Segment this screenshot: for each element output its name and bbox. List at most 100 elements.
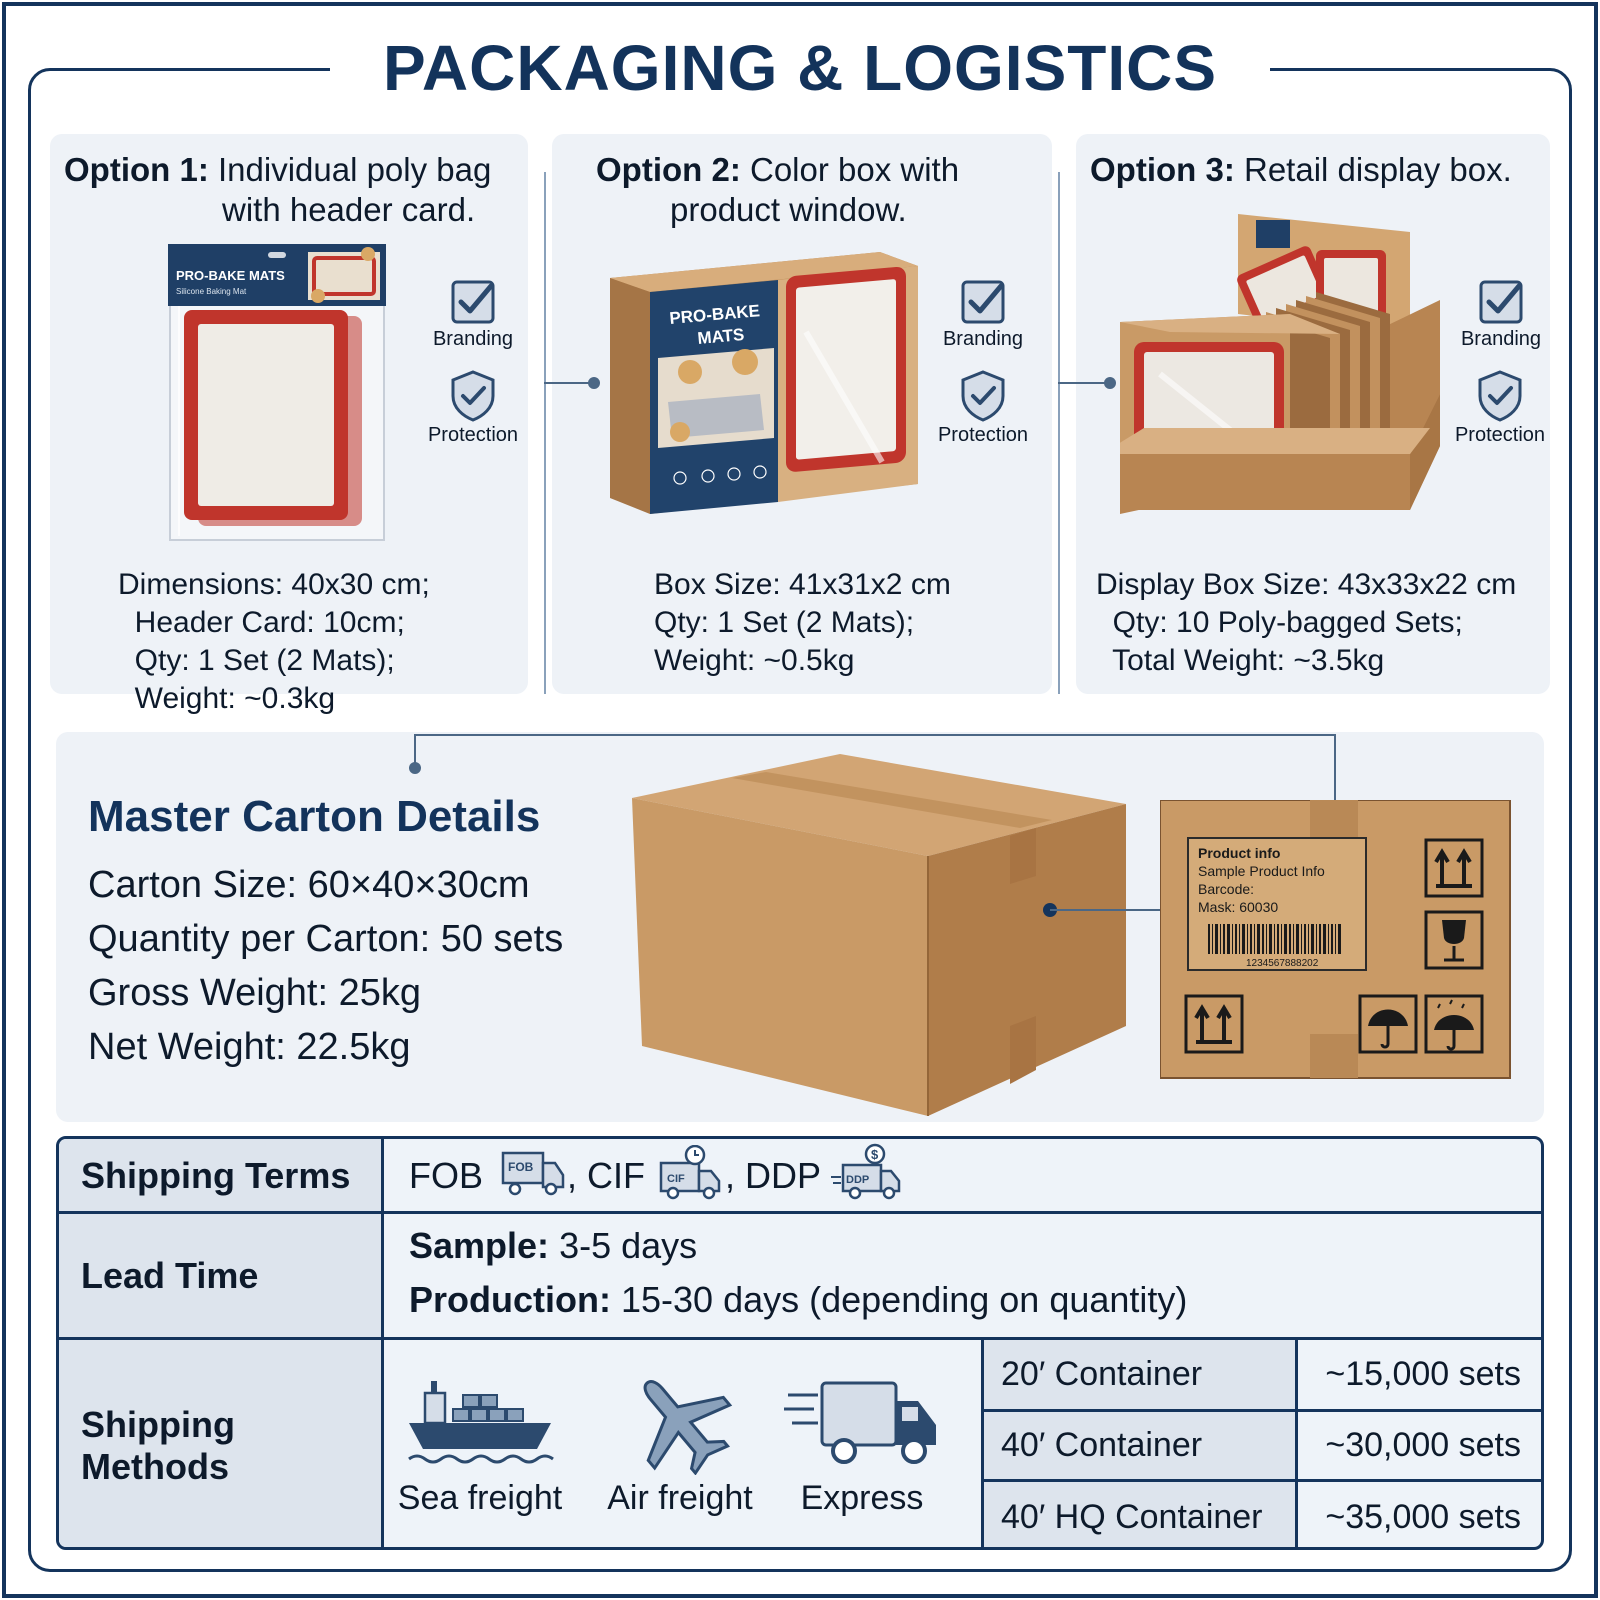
lead-time-sample: Sample: 3-5 days	[409, 1225, 697, 1267]
carton-quantity: Quantity per Carton: 50 sets	[88, 918, 564, 960]
production-label: Production:	[409, 1279, 611, 1320]
option-2-specs: Box Size: 41x31x2 cm Qty: 1 Set (2 Mats)…	[654, 568, 951, 677]
connector-line	[1050, 909, 1162, 911]
option-2-desc: Color box with	[749, 151, 960, 188]
svg-text:FOB: FOB	[508, 1160, 534, 1174]
table-divider	[981, 1337, 984, 1547]
this-way-up-icon	[1424, 838, 1484, 898]
table-divider	[1295, 1337, 1298, 1547]
master-carton-illustration	[632, 754, 1126, 1116]
container-20ft-qty: ~15,000 sets	[1325, 1354, 1521, 1393]
protection-badge: Protection	[915, 368, 1051, 447]
divider	[544, 172, 546, 694]
express-method: Express	[777, 1375, 947, 1518]
air-freight-method: Air freight	[595, 1369, 765, 1518]
production-value: 15-30 days (depending on quantity)	[621, 1279, 1188, 1320]
protection-label: Protection	[1454, 424, 1546, 446]
check-box-icon	[1479, 280, 1523, 324]
container-40hq-name: 40′ HQ Container	[983, 1481, 1295, 1547]
table-divider	[981, 1479, 1541, 1482]
connector-dot	[588, 377, 600, 389]
option-3-specs: Display Box Size: 43x33x22 cm Qty: 10 Po…	[1096, 568, 1517, 677]
table-divider	[59, 1337, 1541, 1340]
svg-text:DDP: DDP	[846, 1174, 869, 1186]
carton-size: Carton Size: 60×40×30cm	[88, 864, 530, 906]
connector-line	[1334, 734, 1336, 802]
connector-line	[414, 734, 1336, 736]
connector-line	[414, 734, 416, 764]
check-box-icon	[451, 280, 495, 324]
shield-check-icon	[1478, 370, 1522, 422]
poly-bag-illustration: PRO-BAKE MATS Silicone Baking Mat	[168, 244, 386, 541]
option-2-heading: Option 2: Color box with	[596, 150, 959, 190]
option-2-label: Option 2:	[596, 151, 741, 188]
label-barcode-title: Barcode:	[1198, 881, 1254, 897]
branding-badge: Branding	[418, 276, 528, 351]
connector-dot	[1104, 377, 1116, 389]
term-cif: CIF	[587, 1155, 645, 1196]
container-40ft-qty: ~30,000 sets	[1325, 1425, 1521, 1464]
carton-gross-weight: Gross Weight: 25kg	[88, 972, 422, 1014]
lead-time-label: Lead Time	[59, 1213, 383, 1339]
airplane-icon	[643, 1380, 733, 1476]
container-20ft-name: 20′ Container	[983, 1339, 1295, 1409]
protection-label: Protection	[427, 424, 519, 446]
cif-truck-clock-icon: CIF	[659, 1145, 721, 1200]
cargo-ship-icon	[408, 1381, 554, 1464]
container-40ft-name: 40′ Container	[983, 1411, 1295, 1479]
barcode-icon	[1208, 924, 1341, 954]
sea-freight-method: Sea freight	[395, 1375, 565, 1518]
branding-badge: Branding	[1446, 276, 1556, 351]
carton-label-illustration: Product info Sample Product Info Barcode…	[1160, 800, 1511, 1079]
label-sample-info: Sample Product Info	[1198, 863, 1325, 879]
barcode-number: 1234567888202	[1246, 958, 1319, 969]
option-3-heading: Option 3: Retail display box.	[1090, 150, 1550, 190]
option-3-desc: Retail display box.	[1243, 151, 1512, 188]
option-1-label: Option 1:	[64, 151, 209, 188]
keep-dry-rain-icon	[1424, 994, 1484, 1054]
master-carton-title: Master Carton Details	[88, 792, 541, 841]
sea-freight-label: Sea freight	[397, 1479, 563, 1517]
delivery-truck-icon	[784, 1381, 936, 1464]
express-label: Express	[800, 1479, 924, 1517]
shipping-table: Shipping Terms FOB FOB , CIF CIF , DDP D…	[56, 1136, 1544, 1550]
divider	[1058, 172, 1060, 694]
table-divider	[981, 1409, 1541, 1412]
ddp-truck-dollar-icon: DDP $	[831, 1143, 901, 1200]
lead-time-production: Production: 15-30 days (depending on qua…	[409, 1279, 1187, 1321]
fob-truck-icon: FOB	[501, 1151, 565, 1196]
option-1-heading: Option 1: Individual poly bag	[64, 150, 524, 190]
term-fob: FOB	[409, 1155, 484, 1196]
protection-label: Protection	[937, 424, 1029, 446]
page-title: PACKAGING & LOGISTICS	[330, 28, 1270, 108]
svg-text:$: $	[871, 1147, 879, 1162]
connector-dot	[409, 762, 421, 774]
fragile-icon	[1424, 910, 1484, 970]
svg-text:CIF: CIF	[667, 1173, 685, 1185]
keep-dry-umbrella-icon	[1358, 994, 1418, 1054]
carton-net-weight: Net Weight: 22.5kg	[88, 1026, 411, 1068]
shipping-terms-label: Shipping Terms	[59, 1139, 383, 1213]
option-2-desc-line2: product window.	[670, 191, 907, 228]
bag-brand: PRO-BAKE MATS	[176, 268, 285, 283]
color-box-illustration: PRO-BAKE MATS	[610, 252, 918, 514]
option-1-desc: Individual poly bag	[217, 151, 492, 188]
display-box-illustration	[1120, 214, 1440, 514]
label-mask: Mask: 60030	[1198, 899, 1278, 915]
branding-label: Branding	[1460, 328, 1542, 350]
connector-line	[1058, 382, 1110, 384]
sample-value: 3-5 days	[559, 1225, 698, 1266]
sample-label: Sample:	[409, 1225, 550, 1266]
protection-badge: Protection	[405, 368, 541, 447]
check-box-icon	[961, 280, 1005, 324]
option-1-desc-line2: with header card.	[222, 191, 476, 228]
container-40hq-qty: ~35,000 sets	[1325, 1497, 1521, 1536]
protection-badge: Protection	[1432, 368, 1568, 447]
air-freight-label: Air freight	[607, 1479, 753, 1517]
connector-line	[544, 382, 592, 384]
term-ddp: DDP	[745, 1155, 822, 1196]
table-divider	[381, 1139, 384, 1547]
bag-subtitle: Silicone Baking Mat	[176, 287, 247, 296]
branding-label: Branding	[432, 328, 514, 350]
shipping-methods-line1: Shipping	[81, 1404, 235, 1445]
